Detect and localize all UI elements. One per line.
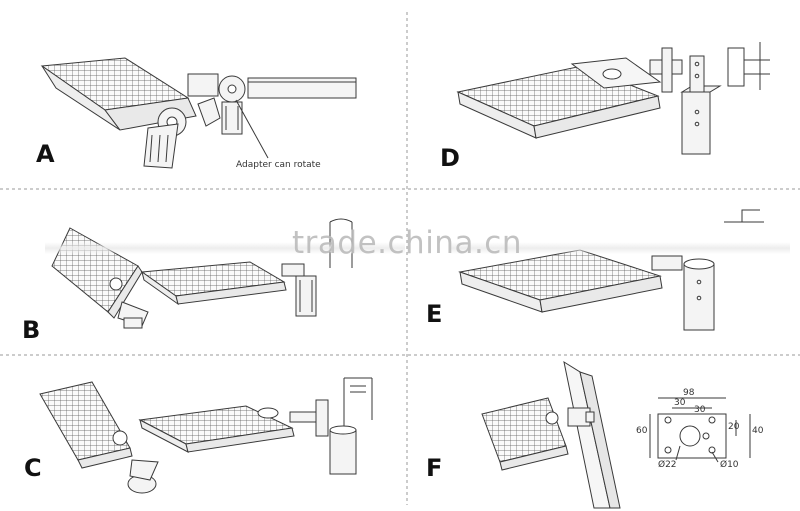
panel-label-d: D [440,144,460,172]
adapter-caption: Adapter can rotate [236,160,321,170]
watermark: trade.china.cn [292,225,522,261]
dim-diameter-10: Ø10 [720,460,739,470]
dim-width-98: 98 [683,388,695,398]
dim-height-40: 40 [752,426,764,436]
watermark-band [45,242,405,254]
panel-f-drawing [481,360,751,509]
panel-label-c: C [24,454,42,482]
panel-label-b: B [22,316,41,344]
panel-e-drawing [458,209,764,331]
panel-d-drawing [456,42,770,155]
dim-diameter-22: Ø22 [658,460,677,470]
panel-label-f: F [426,454,443,482]
dim-spacing-30-b: 30 [694,405,706,415]
panel-label-e: E [426,300,443,328]
panel-a-drawing [40,57,357,169]
panel-label-a: A [36,140,55,168]
dim-height-60: 60 [636,426,648,436]
panel-dividers [0,12,800,505]
panel-c-drawing [39,377,373,494]
watermark-band [450,242,790,254]
dim-spacing-30-a: 30 [674,398,686,408]
dim-spacing-20: 20 [728,422,740,432]
